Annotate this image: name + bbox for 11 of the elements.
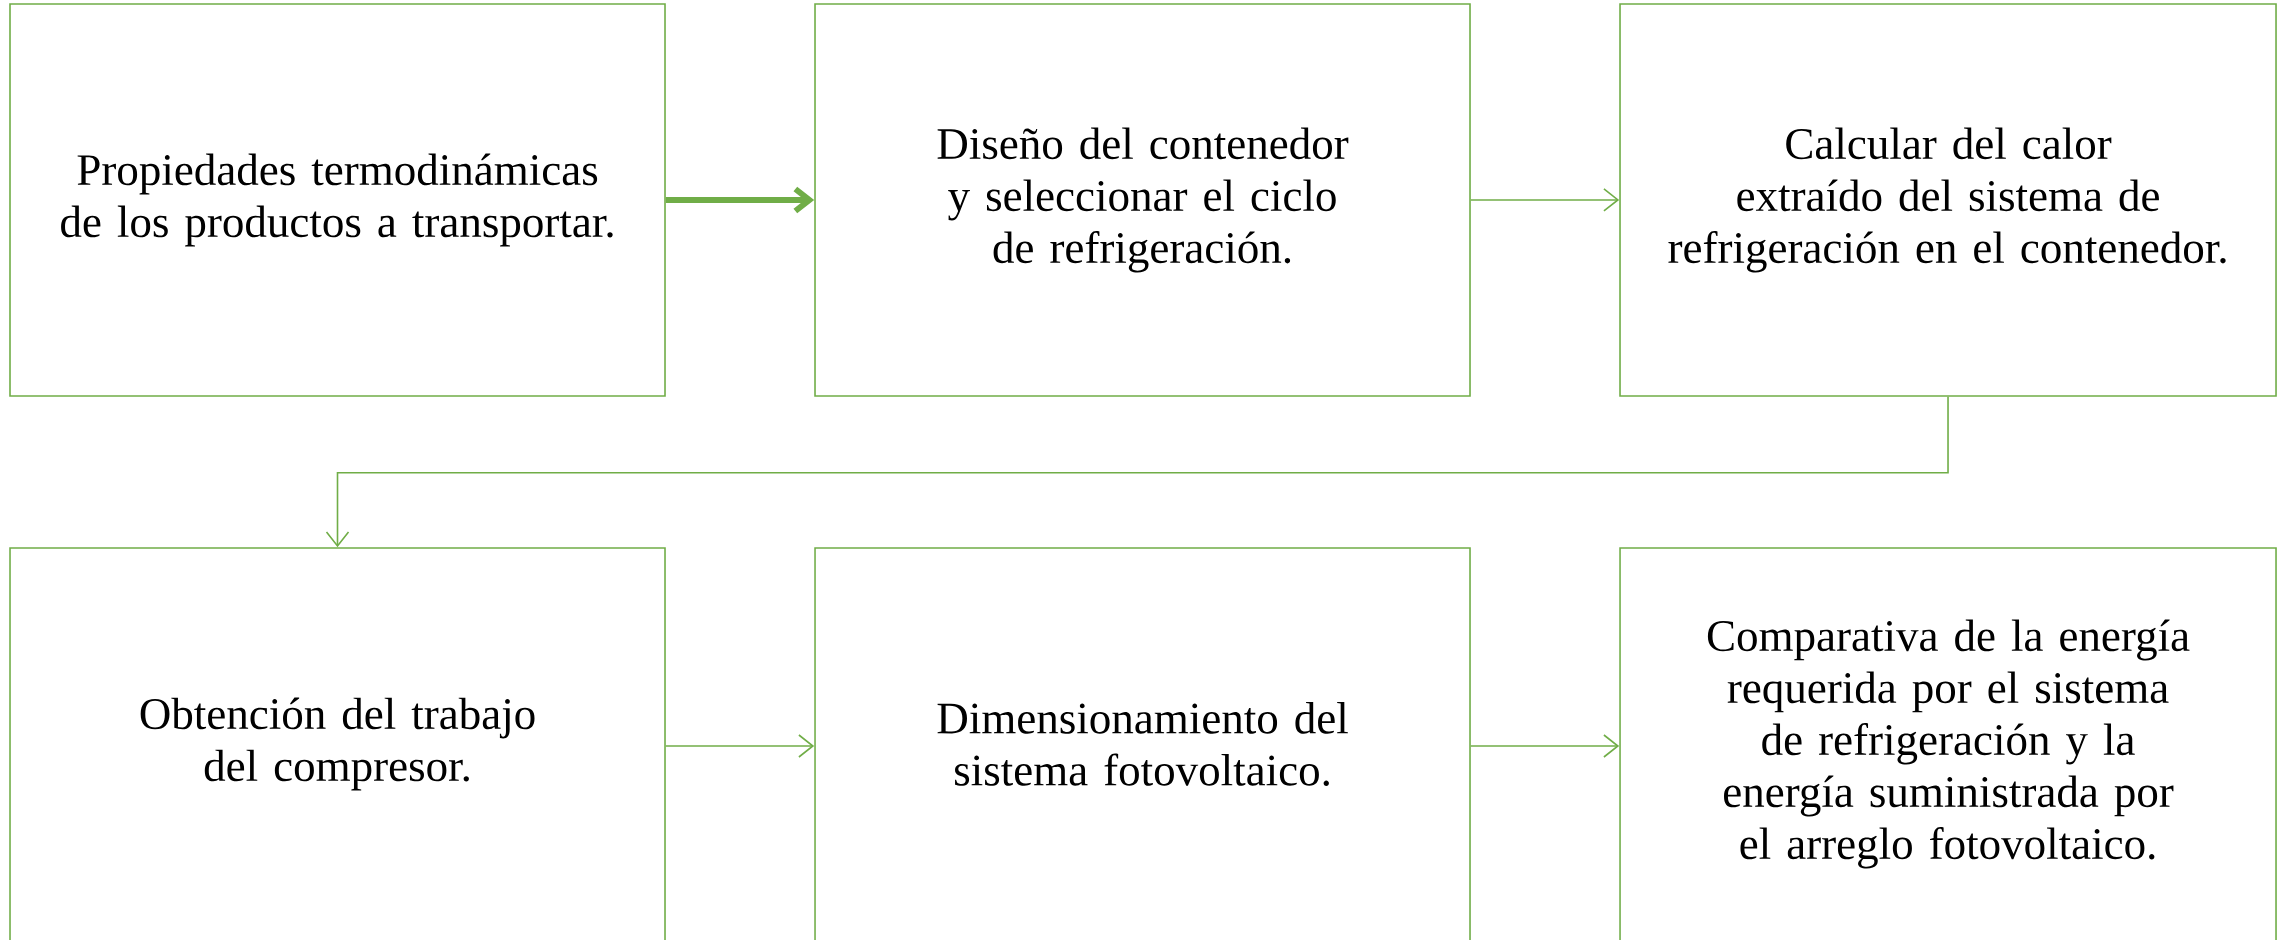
arrow xyxy=(665,186,815,214)
arrow xyxy=(1470,734,1620,758)
process-box: Propiedades termodinámicas de los productos a transportar. xyxy=(9,3,666,397)
arrow xyxy=(665,734,815,758)
process-box: Calcular del calor extraído del sistema de refrigeración en el contenedor. xyxy=(1619,3,2277,397)
process-box: Comparativa de la energía requerida por el sistema de refrigeración y la energía suministrada por el arreglo fotovoltaico. xyxy=(1619,547,2277,940)
arrow xyxy=(1470,188,1620,212)
process-box: Diseño del contenedor y seleccionar el ciclo de refrigeración. xyxy=(814,3,1471,397)
arrow xyxy=(325,396,1949,548)
process-box: Obtención del trabajo del compresor. xyxy=(9,547,666,940)
process-box: Dimensionamiento del sistema fotovoltaico. xyxy=(814,547,1471,940)
